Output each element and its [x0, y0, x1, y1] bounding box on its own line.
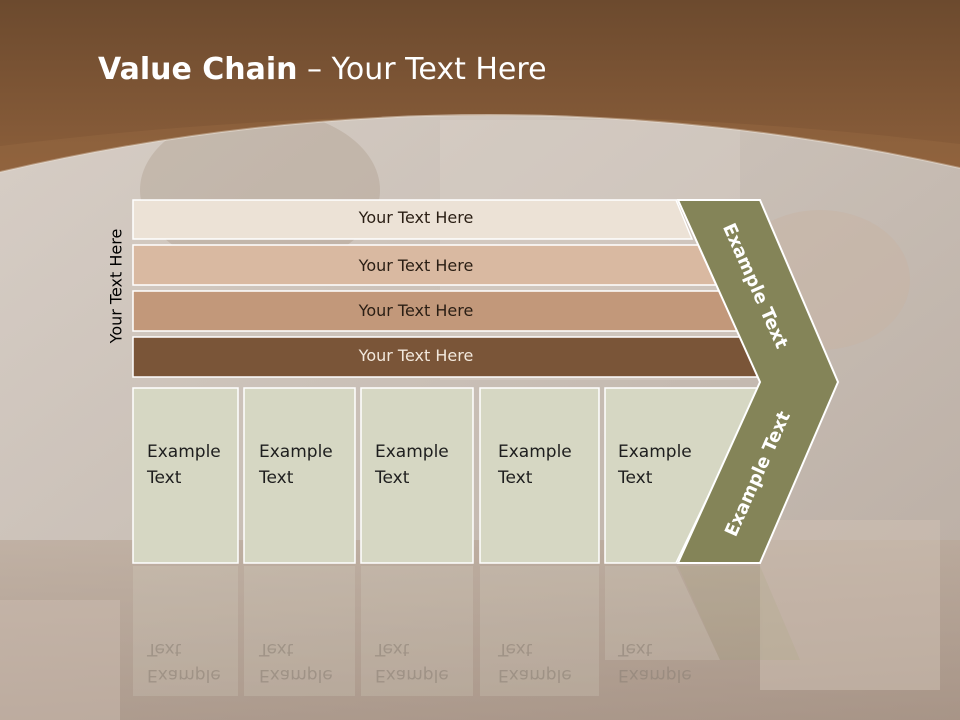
box-4: [479, 387, 600, 564]
bar-1-label: Your Text Here: [358, 208, 474, 227]
box-3-label: Example Text: [375, 439, 471, 491]
reflection: [133, 566, 800, 696]
box-3: [360, 387, 474, 564]
box-5-line2: Text: [618, 468, 653, 488]
slide-title: Value Chain – Your Text Here: [98, 52, 547, 87]
bar-3-label: Your Text Here: [358, 301, 474, 320]
box-1-label: Example Text: [147, 439, 243, 491]
box-5-label: Example Text: [618, 439, 714, 491]
box-1: [132, 387, 239, 564]
bar-2-label: Your Text Here: [358, 256, 474, 275]
bar-4-label: Your Text Here: [358, 346, 474, 365]
box-2-line1: Example: [259, 442, 333, 462]
box-3-line2: Text: [375, 468, 410, 488]
chevron-arrow: [676, 199, 840, 564]
bar-1: [132, 199, 694, 240]
box-1-line1: Example: [147, 442, 221, 462]
box-5: [604, 387, 762, 564]
box-4-line2: Text: [498, 468, 533, 488]
box-4-label: Example Text: [498, 439, 594, 491]
box-3-line1: Example: [375, 442, 449, 462]
box-1-line2: Text: [147, 468, 182, 488]
box-2: [243, 387, 356, 564]
box-2-line2: Text: [259, 468, 294, 488]
box-5-line1: Example: [618, 442, 692, 462]
box-4-line1: Example: [498, 442, 572, 462]
title-rest: – Your Text Here: [297, 52, 547, 87]
title-bold: Value Chain: [98, 52, 298, 87]
box-2-label: Example Text: [259, 439, 355, 491]
